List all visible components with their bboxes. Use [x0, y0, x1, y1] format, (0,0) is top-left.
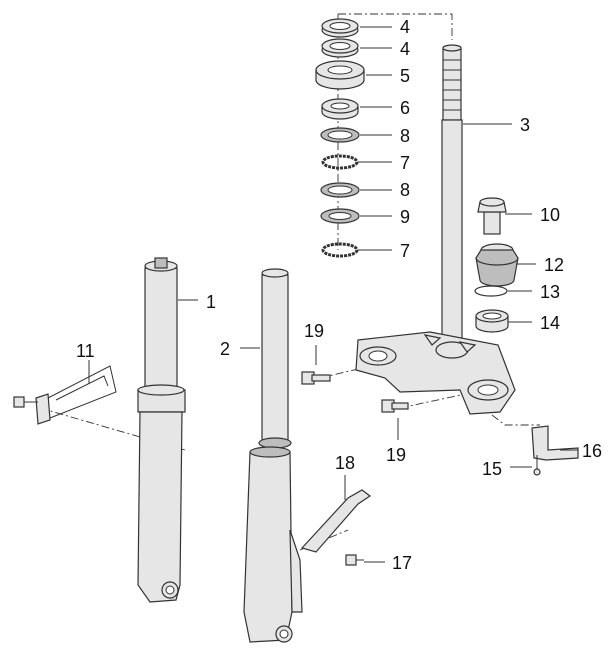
callout-14: 14 [540, 313, 560, 333]
part-13-circlip [474, 285, 508, 297]
callout-17: 17 [392, 553, 412, 573]
callout-10: 10 [540, 205, 560, 225]
part-17-bolt [345, 554, 364, 566]
callout-12: 12 [544, 255, 564, 275]
part-12-stem-cap [475, 243, 519, 287]
part-15-screw [533, 455, 541, 476]
callout-19-lower: 19 [386, 445, 406, 465]
callout-16: 16 [582, 441, 602, 461]
part-1-left-fork-leg [137, 257, 186, 603]
callout-7-upper: 7 [400, 153, 410, 173]
part-2-right-fork-leg [243, 268, 303, 643]
callout-2: 2 [220, 339, 230, 359]
callout-3: 3 [520, 115, 530, 135]
part-11-cable-bracket [13, 365, 117, 425]
callout-4-second: 4 [400, 39, 410, 59]
callout-13: 13 [540, 282, 560, 302]
part-19-upper-clamp-bolt [301, 371, 331, 385]
callout-4-top: 4 [400, 17, 410, 37]
callout-leader-lines [88, 26, 578, 563]
part-16-bracket [531, 425, 579, 461]
part-5-dust-cover [315, 60, 365, 90]
callout-11: 11 [76, 341, 95, 361]
callout-7-lower: 7 [400, 241, 410, 261]
part-19-lower-clamp-bolt [381, 399, 409, 413]
callout-8-lower: 8 [400, 180, 410, 200]
part-18-cable-guide [300, 489, 372, 553]
callout-19-upper: 19 [304, 321, 324, 341]
part-8-lower-race [320, 182, 360, 198]
part-10-stem-bolt [477, 197, 507, 235]
callout-15: 15 [482, 459, 502, 479]
part-6-upper-race-cone [321, 98, 359, 120]
part-3-steering-stem [355, 44, 516, 415]
callout-1: 1 [206, 292, 216, 312]
part-9-bottom-race-cone [320, 208, 360, 224]
part-7-upper-ball-bearing [321, 154, 359, 170]
part-14-bushing [475, 309, 509, 333]
part-8-upper-race [320, 127, 360, 143]
callout-8-upper: 8 [400, 126, 410, 146]
callout-18: 18 [335, 453, 355, 473]
callout-6: 6 [400, 98, 410, 118]
part-7-lower-ball-bearing [321, 242, 359, 258]
callout-5: 5 [400, 66, 410, 86]
part-4-second-locknut [321, 38, 359, 58]
part-4-top-locknut [321, 18, 359, 38]
callout-9: 9 [400, 207, 410, 227]
